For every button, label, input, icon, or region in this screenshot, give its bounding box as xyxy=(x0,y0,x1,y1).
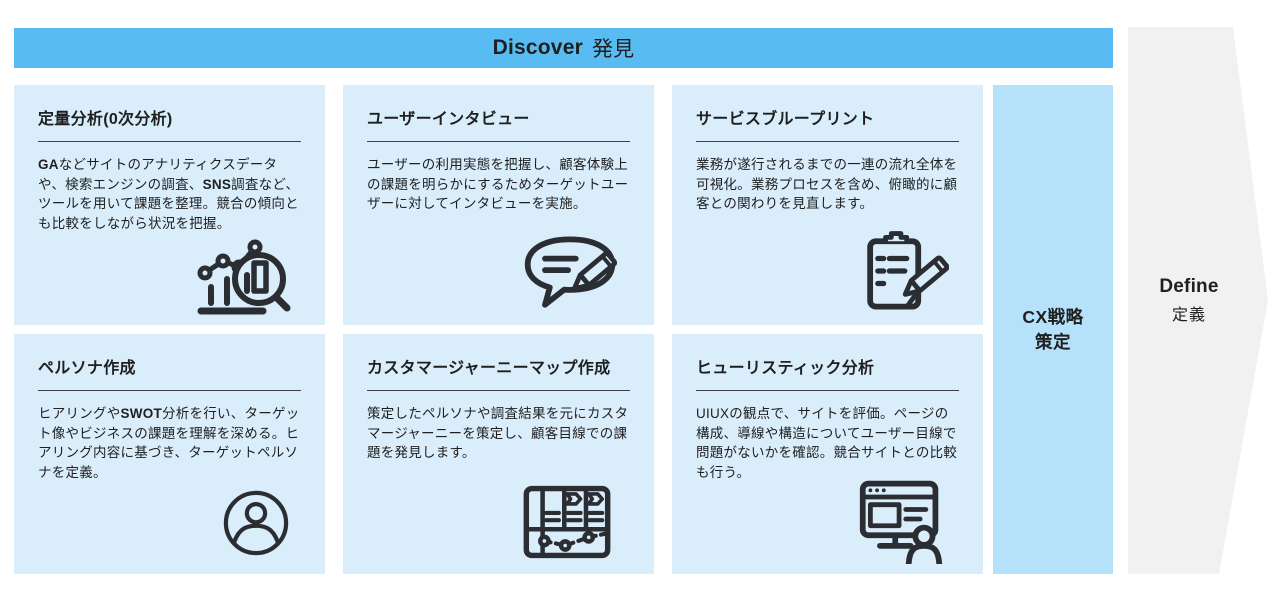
card-title: サービスブループリント xyxy=(696,111,875,128)
title-divider xyxy=(696,141,959,142)
speech-bubble-pencil-icon xyxy=(520,233,620,315)
card-body: ユーザーの利用実態を把握し、顧客体験上の課題を明らかにするためターゲットユーザー… xyxy=(367,157,629,211)
persona-circle-icon xyxy=(221,488,291,558)
title-divider xyxy=(38,390,301,391)
card-quantitative-analysis: 定量分析(0次分析) GAなどサイトのアナリティクスデータや、検索エンジンの調査… xyxy=(14,85,325,325)
discover-label-en: Discover xyxy=(492,36,583,59)
clipboard-pencil-icon xyxy=(849,227,949,317)
card-service-blueprint: サービスブループリント 業務が遂行されるまでの一連の流れ全体を可視化。業務プロセ… xyxy=(672,85,983,325)
card-customer-journey-map: カスタマージャーニーマップ作成 策定したペルソナや調査結果を元にカスタマージャー… xyxy=(343,334,654,574)
define-phase-arrow: Define 定義 xyxy=(1128,27,1268,574)
cx-strategy-line1: CX戦略 xyxy=(1022,307,1084,327)
card-user-interview: ユーザーインタビュー ユーザーの利用実態を把握し、顧客体験上の課題を明らかにする… xyxy=(343,85,654,325)
card-heuristic-analysis: ヒューリスティック分析 UIUXの観点で、サイトを評価。ページの構成、導線や構造… xyxy=(672,334,983,574)
card-title: ユーザーインタビュー xyxy=(367,111,530,128)
card-persona-creation: ペルソナ作成 ヒアリングやSWOT分析を行い、ターゲット像やビジネスの課題を理解… xyxy=(14,334,325,574)
card-body: GAなどサイトのアナリティクスデータや、検索エンジンの調査、SNS調査など、ツー… xyxy=(38,157,300,231)
card-body: ヒアリングやSWOT分析を行い、ターゲット像やビジネスの課題を理解を深める。ヒア… xyxy=(38,406,300,480)
cx-strategy-bar: CX戦略 策定 xyxy=(993,85,1113,574)
journey-map-icon xyxy=(520,482,614,562)
cx-strategy-line2: 策定 xyxy=(1035,331,1071,352)
title-divider xyxy=(696,390,959,391)
title-divider xyxy=(367,390,630,391)
analytics-magnifier-icon xyxy=(193,227,297,319)
card-body: 業務が遂行されるまでの一連の流れ全体を可視化。業務プロセスを含め、俯瞰的に顧客と… xyxy=(696,157,958,211)
discover-header-band: Discover 発見 xyxy=(14,28,1113,68)
card-title: カスタマージャーニーマップ作成 xyxy=(367,360,611,377)
define-label-ja: 定義 xyxy=(1171,307,1206,324)
card-title: ペルソナ作成 xyxy=(38,360,136,377)
title-divider xyxy=(367,141,630,142)
card-title: 定量分析(0次分析) xyxy=(38,111,173,128)
card-title: ヒューリスティック分析 xyxy=(696,360,875,377)
card-body: 策定したペルソナや調査結果を元にカスタマージャーニーを策定し、顧客目線での課題を… xyxy=(367,406,629,460)
title-divider xyxy=(38,141,301,142)
browser-user-icon xyxy=(851,476,951,564)
discover-label-ja: 発見 xyxy=(591,38,635,61)
define-label-en: Define xyxy=(1159,276,1219,297)
card-body: UIUXの観点で、サイトを評価。ページの構成、導線や構造についてユーザー目線で問… xyxy=(696,406,958,480)
